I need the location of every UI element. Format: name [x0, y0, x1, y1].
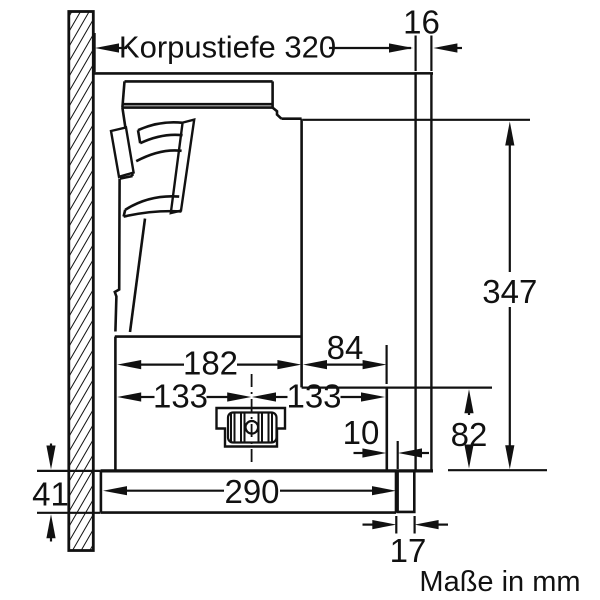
dim-label-panel-thickness: 16: [403, 4, 440, 41]
furniture-front-panel: [414, 72, 433, 472]
flap-lip-lower: [123, 209, 182, 218]
front-panel-strip: [99, 470, 398, 514]
ext-lines: [395, 516, 416, 534]
dim-total-height: 347: [303, 118, 547, 472]
ext-lines: [414, 35, 433, 71]
chimney-left: [121, 81, 126, 108]
arrowhead-down: [46, 445, 56, 470]
dim-rear-gap: 10: [343, 414, 429, 469]
dim-label-rear-section-depth: 84: [327, 329, 364, 366]
duct-left-edge: [113, 178, 121, 332]
terminal-block: [215, 374, 287, 463]
dim-label-front-panel-height: 41: [32, 475, 69, 512]
dim-center-rear: 133: [252, 378, 385, 415]
front-strips: [99, 470, 416, 514]
arrowhead-right: [389, 43, 413, 53]
pullout-slant-edge: [128, 218, 147, 333]
dim-strip-thickness: 17: [362, 516, 448, 569]
arrowhead-right: [362, 448, 387, 458]
dim-label-center-rear: 133: [286, 378, 341, 415]
arrowhead-down: [464, 444, 474, 469]
arrowhead-up: [46, 514, 56, 539]
arrowhead-left: [117, 360, 142, 370]
wall-hatch: [67, 10, 95, 552]
duct-connector: [119, 174, 133, 180]
chimney-step: [271, 106, 283, 120]
dim-label-body-depth: 182: [183, 345, 238, 382]
arrowhead-left: [103, 486, 127, 496]
dim-rear-section-depth: 84: [303, 329, 388, 384]
arrowhead-right: [362, 360, 387, 370]
flap-lip-left: [122, 209, 127, 217]
flap-band-upper: [137, 121, 183, 132]
dim-body-depth: 182: [117, 345, 302, 382]
backflow-flaps: [109, 117, 196, 218]
arrowhead-right: [361, 392, 385, 402]
dim-lower-section-height: 82: [451, 389, 487, 469]
arrowhead-left: [414, 520, 439, 530]
door-bottom-strip: [396, 470, 416, 514]
flap-left-blade: [109, 126, 135, 179]
arrowhead-up: [464, 389, 474, 414]
arrowhead-left: [398, 448, 422, 458]
wall-section: [67, 10, 95, 552]
dim-label-cabinet-depth: Korpustiefe 320: [119, 30, 336, 65]
arrowhead-left: [95, 43, 119, 53]
flap-band-left: [136, 129, 142, 144]
dim-cabinet-depth: Korpustiefe 320: [93, 30, 413, 72]
arrowhead-left: [303, 360, 327, 370]
dim-center-front: 133: [117, 378, 252, 415]
dim-panel-thickness: 16: [403, 4, 462, 71]
dim-label-center-front: 133: [153, 378, 208, 415]
units-note: Maße in mm: [419, 566, 580, 598]
dim-front-panel-height: 41: [32, 443, 101, 542]
dim-label-rear-gap: 10: [343, 414, 380, 451]
dim-label-front-panel-depth: 290: [224, 473, 279, 510]
hood-body: [100, 80, 492, 473]
arrowhead-right: [372, 486, 396, 496]
arrowhead-right: [372, 520, 397, 530]
arrowhead-left: [252, 392, 276, 402]
arrowhead-right: [227, 392, 252, 402]
flap-mid-curve: [135, 149, 182, 163]
flap-lip-upper: [124, 195, 180, 211]
arrowhead-down: [505, 445, 515, 470]
dim-label-strip-thickness: 17: [390, 532, 427, 569]
arrowhead-left: [117, 392, 142, 402]
arrowhead-up: [505, 121, 515, 146]
arrowhead-left: [433, 43, 458, 53]
flap-band-lower: [139, 133, 183, 145]
dim-label-total-height: 347: [482, 273, 537, 310]
arrowhead-right: [277, 360, 302, 370]
dim-front-panel-depth: 290: [103, 473, 396, 510]
